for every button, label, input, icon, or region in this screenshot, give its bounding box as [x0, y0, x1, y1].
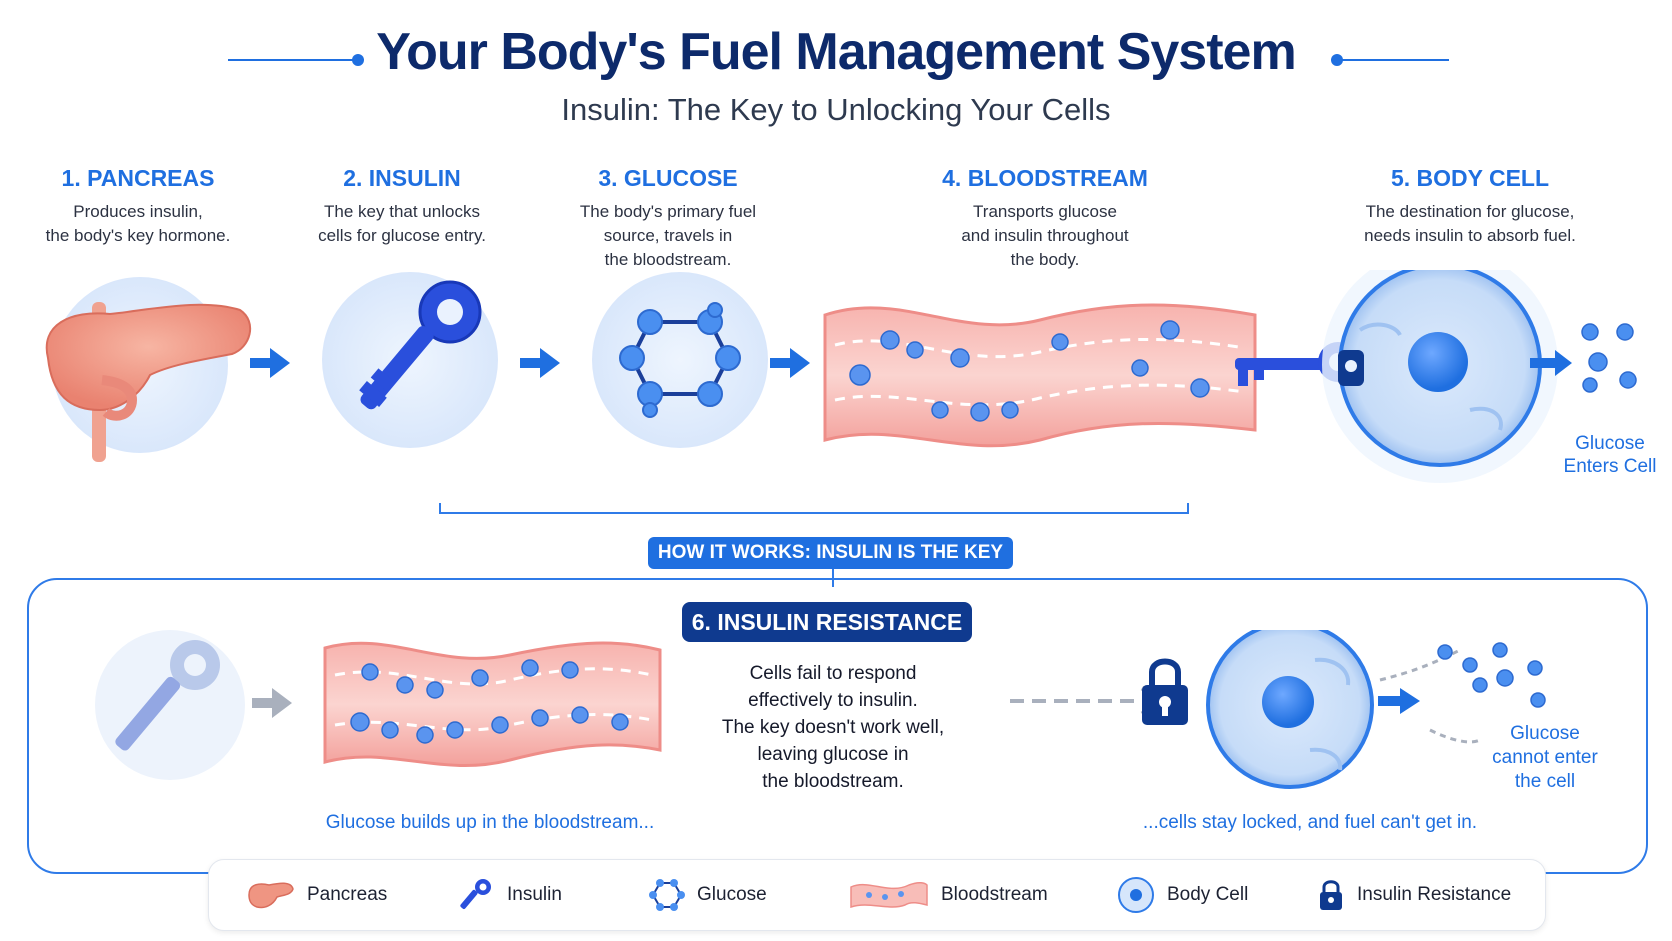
step-insulin: 2. INSULIN The key that unlocks cells fo… — [282, 165, 522, 248]
caption-line: Glucose — [1510, 723, 1580, 744]
glucose-dots-blocked — [1437, 642, 1546, 708]
padlock-icon — [1320, 880, 1342, 910]
legend-label: Bloodstream — [941, 884, 1048, 905]
resistance-text-line: the bloodstream. — [762, 771, 904, 792]
legend: Pancreas Insulin Glucose Bloodstream Bod… — [208, 859, 1546, 931]
caption-line: cannot enter — [1492, 747, 1598, 768]
step-heading: 4. BLOODSTREAM — [942, 165, 1148, 191]
clogged-vessel-icon — [323, 641, 662, 767]
legend-label: Glucose — [697, 884, 767, 905]
page-title: Your Body's Fuel Management System — [376, 23, 1296, 81]
legend-label: Insulin — [507, 884, 562, 905]
glucose-dots — [1581, 323, 1637, 393]
step-heading: 3. GLUCOSE — [598, 165, 738, 191]
resistance-text-line: Cells fail to respond — [749, 663, 917, 684]
faded-key-icon — [115, 640, 220, 751]
flow-arrow — [250, 348, 290, 378]
glucose-atoms — [619, 302, 741, 418]
legend-label: Pancreas — [307, 884, 388, 905]
bounce-path — [1379, 648, 1481, 744]
step-desc-line: source, travels in — [603, 226, 733, 245]
faded-key-bg — [95, 630, 245, 780]
caption-line: Glucose — [1575, 433, 1645, 454]
step-desc-line: the body. — [1010, 250, 1080, 269]
step-pancreas: 1. PANCREAS Produces insulin, the body's… — [18, 165, 258, 248]
title-decoration-right — [1339, 59, 1449, 61]
legend-item-glucose: Glucose — [649, 860, 767, 930]
legend-item-insulin-resistance: Insulin Resistance — [1317, 860, 1511, 930]
flow-arrow — [770, 348, 810, 378]
exit-arrow — [1530, 350, 1572, 376]
pancreas-icon — [248, 882, 294, 909]
step-desc-line: the body's key hormone. — [45, 226, 231, 245]
locked-cell-icon — [1206, 630, 1374, 789]
caption-line: Enters Cell — [1563, 456, 1657, 477]
step-desc-line: The key that unlocks — [324, 202, 480, 221]
legend-item-bloodstream: Bloodstream — [849, 860, 1048, 930]
cell-icon — [1118, 877, 1154, 913]
caption-line: the cell — [1514, 771, 1576, 792]
step-desc-line: The destination for glucose, — [1365, 202, 1575, 221]
resistance-text-line: leaving glucose in — [757, 744, 909, 765]
blocked-arrow — [1378, 688, 1420, 714]
step-heading: 5. BODY CELL — [1390, 165, 1550, 191]
legend-item-body-cell: Body Cell — [1117, 860, 1248, 930]
page-subtitle: Insulin: The Key to Unlocking Your Cells — [561, 92, 1111, 127]
cannot-enter-caption: Glucose cannot enter the cell — [1480, 722, 1610, 794]
blood-vessel-icon — [850, 881, 928, 909]
resistance-text: Cells fail to respond effectively to ins… — [688, 660, 978, 795]
step-bloodstream: 4. BLOODSTREAM Transports glucose and in… — [920, 165, 1170, 272]
step-desc-line: the bloodstream. — [604, 250, 732, 269]
process-illustration — [45, 270, 1637, 514]
title-decoration-dot-right — [1331, 54, 1343, 66]
step-desc-line: cells for glucose entry. — [318, 226, 486, 245]
pancreas-icon — [45, 302, 251, 462]
step-desc-line: Produces insulin, — [73, 202, 203, 221]
key-icon — [359, 280, 482, 410]
step-desc-line: needs insulin to absorb fuel. — [1364, 226, 1576, 245]
resistance-text-line: The key doesn't work well, — [721, 717, 945, 738]
resistance-heading: 6. INSULIN RESISTANCE — [682, 602, 972, 642]
step-desc-line: and insulin throughout — [961, 226, 1129, 245]
title-decoration-left — [228, 59, 356, 61]
step-desc-line: Transports glucose — [973, 202, 1117, 221]
glucose-bg — [592, 272, 768, 448]
legend-label: Body Cell — [1167, 884, 1249, 905]
legend-item-pancreas: Pancreas — [245, 860, 387, 930]
blood-vessel-icon — [823, 303, 1257, 448]
resistance-text-line: effectively to insulin. — [748, 690, 918, 711]
legend-item-insulin: Insulin — [459, 860, 562, 930]
resistance-illustration — [95, 630, 1546, 789]
legend-label: Insulin Resistance — [1357, 884, 1512, 905]
glucose-enters-caption: Glucose Enters Cell — [1555, 432, 1665, 478]
caption-left: Glucose builds up in the bloodstream... — [325, 812, 655, 833]
step-heading: 2. INSULIN — [343, 165, 461, 191]
step-desc-line: The body's primary fuel — [579, 202, 757, 221]
flow-arrow — [520, 348, 560, 378]
step-glucose: 3. GLUCOSE The body's primary fuel sourc… — [548, 165, 788, 272]
connector-line — [832, 565, 834, 587]
caption-right: ...cells stay locked, and fuel can't get… — [1142, 812, 1478, 833]
title-decoration-dot-left — [352, 54, 364, 66]
step-heading: 1. PANCREAS — [61, 165, 215, 191]
hexagon-molecule-icon — [649, 879, 685, 911]
padlock-icon — [1142, 658, 1188, 725]
step-body-cell: 5. BODY CELL The destination for glucose… — [1320, 165, 1620, 248]
key-icon — [460, 879, 491, 909]
bracket — [439, 503, 1189, 514]
faded-arrow — [252, 688, 292, 718]
cell-icon — [1322, 270, 1558, 483]
how-it-works-label: HOW IT WORKS: INSULIN IS THE KEY — [648, 537, 1013, 569]
